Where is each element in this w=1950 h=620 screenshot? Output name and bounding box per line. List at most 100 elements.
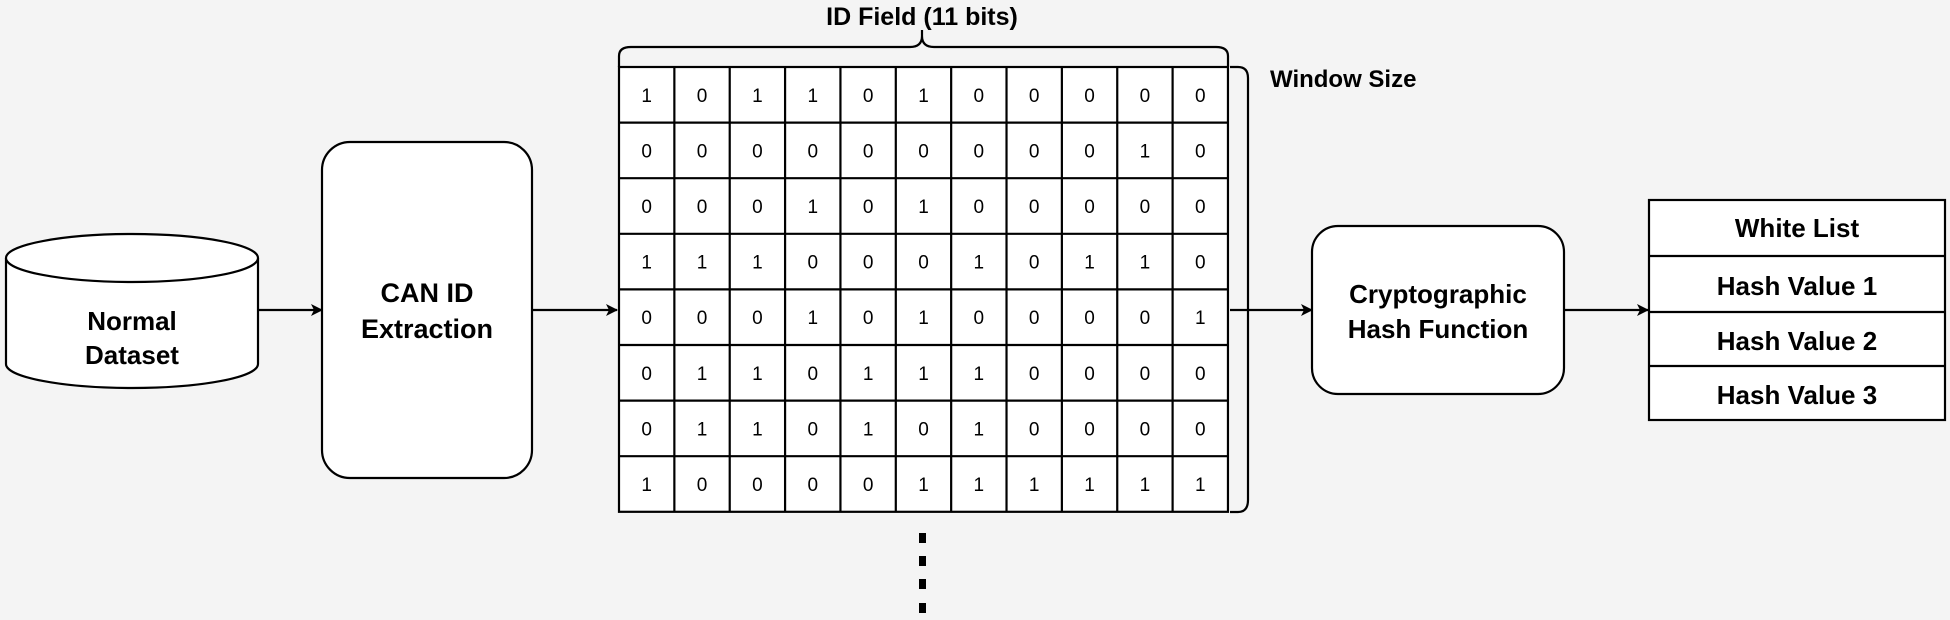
bit-cell: 0: [1029, 419, 1040, 440]
continuation-dot: [919, 556, 926, 566]
bit-cell: 0: [1140, 197, 1151, 218]
bit-cell: 0: [807, 475, 818, 496]
bit-cell: 0: [863, 141, 874, 162]
white-list-item: Hash Value 3: [1717, 380, 1877, 410]
window-size-brace: [1230, 65, 1250, 514]
bit-cell: 1: [1140, 141, 1151, 162]
bit-cell: 0: [807, 364, 818, 385]
white-list-title: White List: [1735, 213, 1860, 243]
bit-cell: 0: [1140, 86, 1151, 107]
white-list-item: Hash Value 2: [1717, 326, 1877, 356]
bit-cell: 0: [752, 141, 763, 162]
bit-cell: 0: [918, 419, 929, 440]
bit-cell: 1: [752, 86, 763, 107]
bit-cell: 1: [1029, 475, 1040, 496]
bit-cell: 1: [697, 253, 708, 274]
bit-cell: 0: [1029, 141, 1040, 162]
bit-cell: 1: [807, 86, 818, 107]
bit-cell: 0: [697, 308, 708, 329]
bit-cell: 0: [807, 141, 818, 162]
hash-function-node: Cryptographic Hash Function: [1310, 224, 1566, 396]
bit-cell: 1: [974, 253, 985, 274]
continuation-dots: [919, 533, 926, 613]
bit-cell: 0: [641, 141, 652, 162]
dataset-label-line2: Dataset: [85, 340, 179, 370]
id-field-brace: [617, 30, 1230, 67]
bit-cell: 1: [1195, 475, 1206, 496]
normal-dataset-node: Normal Dataset: [4, 232, 260, 390]
bit-cell: 0: [697, 141, 708, 162]
bit-cell: 0: [1029, 253, 1040, 274]
bit-cell: 0: [1195, 419, 1206, 440]
bit-cell: 1: [974, 364, 985, 385]
bit-cell: 0: [641, 308, 652, 329]
bit-cell: 0: [641, 364, 652, 385]
bit-cell: 1: [1195, 308, 1206, 329]
bit-cell: 1: [974, 419, 985, 440]
bit-cell: 1: [863, 419, 874, 440]
bit-cell: 0: [807, 419, 818, 440]
bit-cell: 1: [918, 86, 929, 107]
extraction-label-line1: CAN ID: [381, 278, 474, 308]
bit-cell: 1: [697, 364, 708, 385]
bit-cell: 0: [863, 197, 874, 218]
bit-cell: 1: [918, 475, 929, 496]
extraction-label-line2: Extraction: [361, 314, 493, 344]
bit-cell: 0: [1195, 86, 1206, 107]
bit-cell: 1: [641, 253, 652, 274]
bit-cell: 0: [1195, 197, 1206, 218]
bit-cell: 0: [918, 253, 929, 274]
bit-cell: 0: [974, 197, 985, 218]
bit-cell: 0: [752, 475, 763, 496]
bit-cell: 0: [863, 308, 874, 329]
bit-cell: 0: [697, 86, 708, 107]
bit-cell: 0: [807, 253, 818, 274]
bit-cell: 0: [752, 308, 763, 329]
bit-cell: 0: [1140, 308, 1151, 329]
bit-cell: 0: [1084, 419, 1095, 440]
bit-cell: 0: [697, 197, 708, 218]
bit-cell: 0: [697, 475, 708, 496]
bit-cell: 1: [641, 475, 652, 496]
bit-cell: 1: [918, 197, 929, 218]
bit-cell: 0: [1084, 86, 1095, 107]
bit-cell: 0: [1029, 86, 1040, 107]
hash-function-label-line2: Hash Function: [1348, 314, 1529, 344]
bit-cell: 1: [1084, 475, 1095, 496]
bit-cell: 1: [752, 253, 763, 274]
bit-cell: 1: [1140, 253, 1151, 274]
bit-cell: 0: [1084, 197, 1095, 218]
white-list-item: Hash Value 1: [1717, 271, 1877, 301]
bit-cell: 1: [807, 308, 818, 329]
continuation-dot: [919, 579, 926, 589]
bit-cell: 1: [918, 308, 929, 329]
bit-cell: 0: [1029, 197, 1040, 218]
id-field-label: ID Field (11 bits): [826, 3, 1018, 31]
hash-function-label-line1: Cryptographic: [1349, 279, 1527, 309]
bit-cell: 0: [1140, 364, 1151, 385]
bit-cell: 0: [1140, 419, 1151, 440]
bit-cell: 0: [974, 141, 985, 162]
bit-cell: 1: [697, 419, 708, 440]
bit-cell: 1: [641, 86, 652, 107]
continuation-dot: [919, 603, 926, 613]
bit-cell: 0: [863, 253, 874, 274]
bit-cell: 1: [863, 364, 874, 385]
bit-cell: 1: [918, 364, 929, 385]
bit-cell: 0: [1195, 364, 1206, 385]
bit-cell: 0: [1029, 364, 1040, 385]
bit-cell: 1: [752, 419, 763, 440]
bit-cell: 0: [918, 141, 929, 162]
bit-cell: 0: [1195, 253, 1206, 274]
can-id-extraction-node: CAN ID Extraction: [320, 140, 534, 480]
bit-cell: 0: [1195, 141, 1206, 162]
window-size-label: Window Size: [1270, 66, 1416, 93]
bit-cell: 0: [1084, 141, 1095, 162]
bit-cell: 0: [752, 197, 763, 218]
bit-cell: 1: [974, 475, 985, 496]
bit-cell: 0: [974, 308, 985, 329]
bit-cell: 0: [1029, 308, 1040, 329]
bit-cell: 0: [1084, 308, 1095, 329]
bit-cell: 0: [974, 86, 985, 107]
